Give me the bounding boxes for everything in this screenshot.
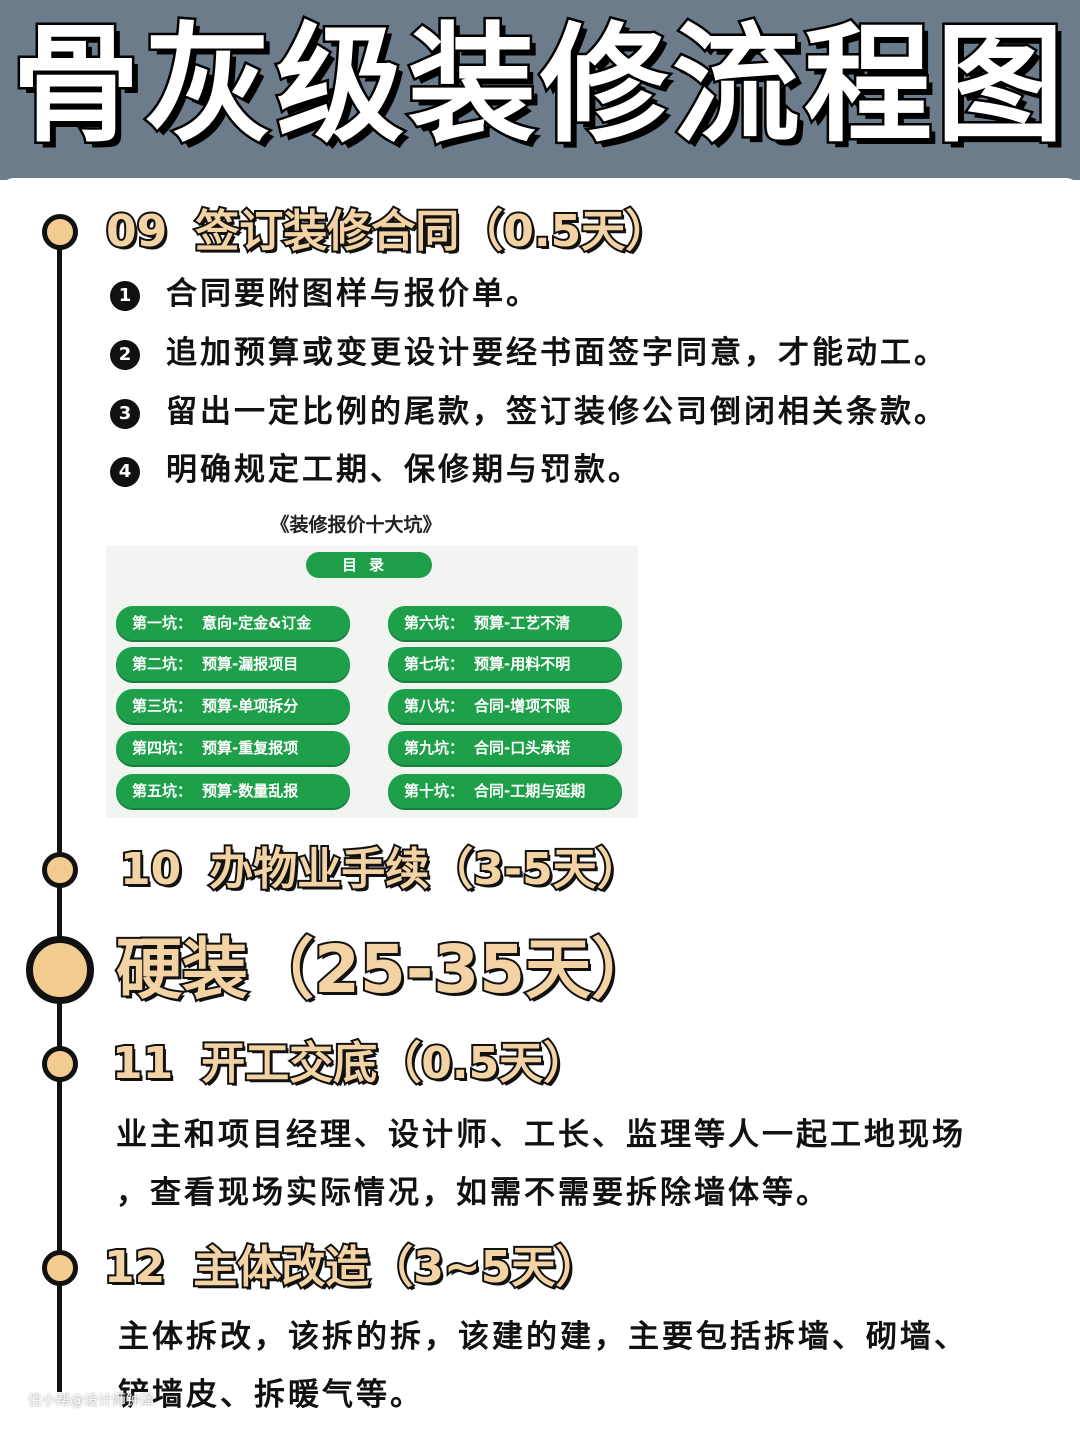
bullet-4: 4 xyxy=(110,457,140,487)
section-12-line-2: 铲墙皮、拆暖气等。 xyxy=(118,1377,424,1413)
pit-pill-2: 第二坑： 预算-漏报项目 xyxy=(116,647,350,681)
pit-key: 第十坑： xyxy=(404,782,465,800)
list-item-text: 明确规定工期、保修期与罚款。 xyxy=(166,452,642,488)
section-10-number: 10 xyxy=(118,842,183,897)
pit-key: 第六坑： xyxy=(404,614,465,632)
pit-pill-8: 第八坑： 合同-增项不限 xyxy=(388,689,622,723)
timeline-dot-phase xyxy=(26,936,94,1004)
bullet-2: 2 xyxy=(110,340,140,370)
section-09-title: 签订装修合同（0.5天） xyxy=(193,204,671,259)
timeline-dot-09 xyxy=(42,214,78,250)
list-item-text: 追加预算或变更设计要经书面签字同意，才能动工。 xyxy=(166,335,948,371)
embedded-toc-image: 目录 第一坑：意向-定金&订金 第二坑：预算-漏报项目 第三坑：预算-单项拆分 … xyxy=(106,546,638,818)
pit-value: 合同-工期与延期 xyxy=(474,782,586,800)
pit-value: 预算-用料不明 xyxy=(474,655,571,673)
timeline-line xyxy=(57,232,62,1392)
pit-pill-7: 第七坑： 预算-用料不明 xyxy=(388,647,622,681)
list-item: 3 留出一定比例的尾款，签订装修公司倒闭相关条款。 xyxy=(110,390,948,434)
bullet-3: 3 xyxy=(110,399,140,429)
section-12-line-1: 主体拆改，该拆的拆，该建的建，主要包括拆墙、砌墙、 xyxy=(118,1319,968,1355)
timeline-dot-11 xyxy=(42,1046,78,1082)
list-item: 1 合同要附图样与报价单。 xyxy=(110,272,540,316)
pit-key: 第九坑： xyxy=(404,739,465,757)
list-item-text: 留出一定比例的尾款，签订装修公司倒闭相关条款。 xyxy=(166,394,948,430)
toc-label: 目录 xyxy=(306,552,432,578)
section-09-number: 09 xyxy=(104,204,169,259)
list-item-text: 合同要附图样与报价单。 xyxy=(166,276,540,312)
pit-pill-4: 第四坑： 预算-重复报项 xyxy=(116,731,350,765)
pit-value: 预算-工艺不清 xyxy=(474,614,571,632)
section-12-heading: 12 主体改造（3~5天） xyxy=(102,1240,601,1296)
pit-key: 第五坑： xyxy=(132,782,193,800)
embed-caption: 《装修报价十大坑》 xyxy=(270,514,442,536)
pit-pill-6: 第六坑： 预算-工艺不清 xyxy=(388,606,622,640)
section-10-heading: 10 办物业手续（3-5天） xyxy=(118,842,643,898)
pit-key: 第八坑： xyxy=(404,697,465,715)
header-banner: 骨灰级装修流程图 xyxy=(0,0,1080,180)
bullet-1: 1 xyxy=(110,281,140,311)
pit-pill-5: 第五坑： 预算-数量乱报 xyxy=(116,774,350,808)
pit-pill-10: 第十坑： 合同-工期与延期 xyxy=(388,774,622,808)
list-item: 2 追加预算或变更设计要经书面签字同意，才能动工。 xyxy=(110,331,948,375)
pit-key: 第二坑： xyxy=(132,655,193,673)
section-11-heading: 11 开工交底（0.5天） xyxy=(110,1036,589,1092)
section-11-line-2: ，查看现场实际情况，如需不需要拆除墙体等。 xyxy=(116,1175,830,1211)
pit-value: 合同-口头承诺 xyxy=(474,739,571,757)
page-title: 骨灰级装修流程图 xyxy=(9,9,1068,163)
pit-value: 预算-重复报项 xyxy=(202,739,299,757)
phase-heading: 硬装（25-35天） xyxy=(114,929,659,1010)
section-11-line-1: 业主和项目经理、设计师、工长、监理等人一起工地现场 xyxy=(116,1117,966,1153)
section-11-number: 11 xyxy=(110,1036,175,1091)
pit-value: 预算-数量乱报 xyxy=(202,782,299,800)
timeline-dot-12 xyxy=(42,1250,78,1286)
section-10-title: 办物业手续（3-5天） xyxy=(207,842,642,897)
section-12-title: 主体改造（3~5天） xyxy=(191,1240,601,1295)
timeline-dot-10 xyxy=(42,852,78,888)
section-12-body: 主体拆改，该拆的拆，该建的建，主要包括拆墙、砌墙、 铲墙皮、拆暖气等。 xyxy=(118,1308,1048,1424)
pit-key: 第一坑： xyxy=(132,614,193,632)
pit-value: 合同-增项不限 xyxy=(474,697,571,715)
pit-key: 第七坑： xyxy=(404,655,465,673)
watermark: 住小帮@设计师钟泽 xyxy=(28,1393,154,1409)
section-09-heading: 09 签订装修合同（0.5天） xyxy=(104,204,671,260)
pit-pill-1: 第一坑： 意向-定金&订金 xyxy=(116,606,350,640)
section-12-number: 12 xyxy=(102,1240,167,1295)
pit-key: 第三坑： xyxy=(132,697,193,715)
pit-value: 预算-漏报项目 xyxy=(202,655,299,673)
pit-value: 预算-单项拆分 xyxy=(202,697,299,715)
pit-pill-3: 第三坑： 预算-单项拆分 xyxy=(116,689,350,723)
section-11-body: 业主和项目经理、设计师、工长、监理等人一起工地现场 ，查看现场实际情况，如需不需… xyxy=(116,1106,1046,1222)
section-11-title: 开工交底（0.5天） xyxy=(199,1036,589,1091)
list-item: 4 明确规定工期、保修期与罚款。 xyxy=(110,448,642,492)
pit-value: 意向-定金&订金 xyxy=(202,614,312,632)
pit-pill-9: 第九坑： 合同-口头承诺 xyxy=(388,731,622,765)
pit-key: 第四坑： xyxy=(132,739,193,757)
